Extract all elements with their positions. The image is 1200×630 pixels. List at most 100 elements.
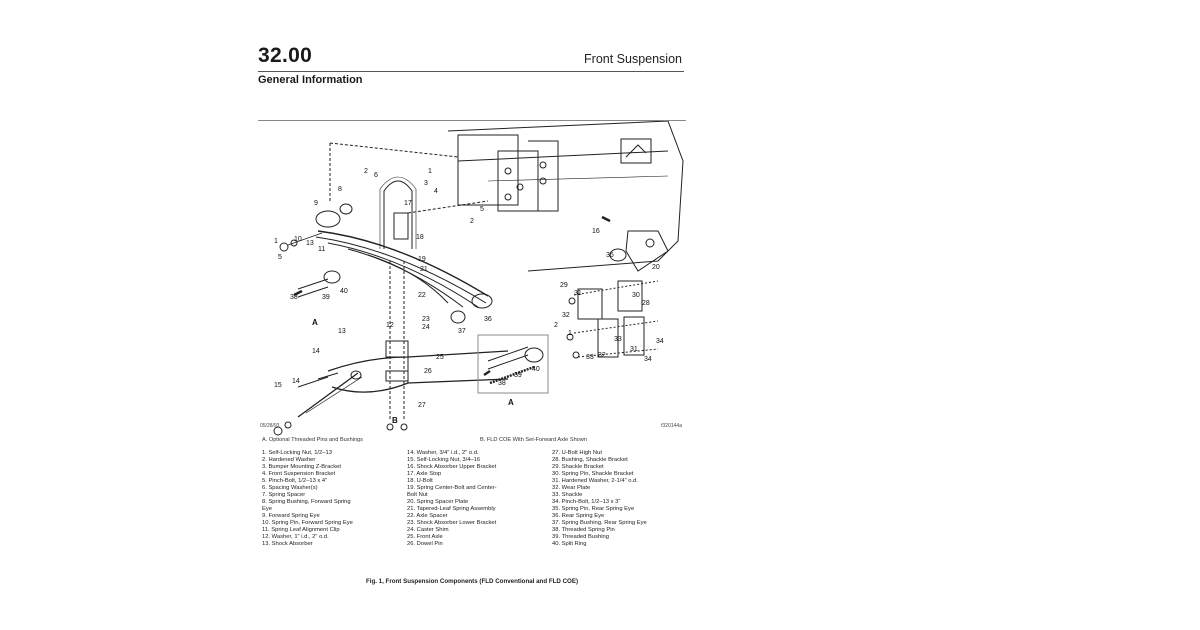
legend-item: 29. Shackle Bracket: [552, 464, 604, 470]
legend-item: 19. Spring Center-Bolt and Center-: [407, 485, 497, 491]
legend-item: 40. Split Ring: [552, 541, 587, 547]
legend-item: 15. Self-Locking Nut, 3/4–16: [407, 457, 481, 463]
callout-32b: 32: [598, 352, 606, 359]
legend-item: 6. Spacing Washer(s): [262, 485, 318, 491]
legend-column-1: 1. Self-Locking Nut, 1/2–13 2. Hardened …: [262, 450, 407, 548]
detail-b: B: [392, 416, 398, 425]
callout-17: 17: [404, 200, 412, 207]
legend-item: 17. Axle Stop: [407, 471, 442, 477]
legend-item: 8. Spring Bushing, Forward Spring: [262, 499, 351, 505]
legend-item: 26. Dowel Pin: [407, 541, 443, 547]
figure-caption: Fig. 1, Front Suspension Components (FLD…: [365, 578, 579, 585]
callout-1c: 1: [568, 330, 572, 337]
suspension-drawing: 2 6 8 9 17 18 10 13 11 1 5 19 21 22 23 2…: [273, 121, 684, 436]
legend-item: 12. Washer, 1" i.d., 2" o.d.: [262, 534, 329, 540]
legend-item: 36. Rear Spring Eye: [552, 513, 605, 519]
callout-34: 34: [656, 338, 664, 345]
callout-2c: 2: [554, 322, 558, 329]
legend-item: 38. Threaded Spring Pin: [552, 527, 615, 533]
detail-a-right: A: [508, 398, 514, 407]
legend-item: 11. Spring Leaf Alignment Clip: [262, 527, 340, 533]
legend-item: Bolt Nut: [407, 492, 428, 498]
callout-35: 35: [606, 252, 614, 259]
callout-8: 8: [338, 186, 342, 193]
legend-item: 4. Front Suspension Bracket: [262, 471, 336, 477]
callout-10: 10: [294, 236, 302, 243]
callout-28: 28: [642, 300, 650, 307]
legend-item: 28. Bushing, Shackle Bracket: [552, 457, 628, 463]
legend-column-3: 27. U-Bolt High Nut 28. Bushing, Shackle…: [552, 450, 690, 548]
callout-34b: 34: [644, 356, 652, 363]
callout-39b: 39: [514, 372, 522, 379]
callout-29: 29: [560, 282, 568, 289]
callout-36: 36: [484, 316, 492, 323]
legend-item: 16. Shock Absorber Upper Bracket: [407, 464, 497, 470]
legend-item: 5. Pinch-Bolt, 1/2–13 x 4": [262, 478, 328, 484]
callout-13: 13: [306, 240, 314, 247]
section-number: 32.00: [258, 44, 313, 67]
subheading: General Information: [258, 74, 363, 86]
legend-item: 13. Shock Absorber: [262, 541, 313, 547]
callout-9: 9: [314, 200, 318, 207]
legend-item: 24. Caster Shim: [407, 527, 449, 533]
legend-item: 27. U-Bolt High Nut: [552, 450, 602, 456]
legend-item: 10. Spring Pin, Forward Spring Eye: [262, 520, 353, 526]
legend-item: 1. Self-Locking Nut, 1/2–13: [262, 450, 332, 456]
callout-14: 14: [312, 348, 320, 355]
legend-item: 22. Axle Spacer: [407, 513, 448, 519]
callout-15: 15: [274, 382, 282, 389]
legend-item: 33. Shackle: [552, 492, 583, 498]
exploded-diagram: 2 6 8 9 17 18 10 13 11 1 5 19 21 22 23 2…: [258, 120, 686, 475]
figure-code-right: f320144a: [661, 423, 682, 429]
legend-item: 20. Spring Spacer Plate: [407, 499, 469, 505]
callout-13b: 13: [338, 328, 346, 335]
legend-item: 39. Threaded Bushing: [552, 534, 609, 540]
legend-item: 23. Shock Absorber Lower Bracket: [407, 520, 497, 526]
callout-33b: 33: [586, 354, 594, 361]
callout-21: 21: [420, 266, 428, 273]
legend-item: 30. Spring Pin, Shackle Bracket: [552, 471, 634, 477]
callout-16: 16: [592, 228, 600, 235]
callout-31b: 31: [630, 346, 638, 353]
detail-a-left: A: [312, 318, 318, 327]
callout-38b: 38: [498, 380, 506, 387]
legend-item: Eye: [262, 506, 272, 512]
legend-item: 35. Spring Pin, Rear Spring Eye: [552, 506, 635, 512]
legend-item: 25. Front Axle: [407, 534, 443, 540]
figure-code-left: 05/28/93: [260, 423, 280, 429]
legend-item: 14. Washer, 3/4" i.d., 2" o.d.: [407, 450, 479, 456]
callout-2: 2: [364, 168, 368, 175]
legend-item: 3. Bumper Mounting Z-Bracket: [262, 464, 341, 470]
section-title: Front Suspension: [584, 52, 682, 66]
header-rule: [258, 71, 684, 72]
manual-page: 32.00 Front Suspension General Informati…: [258, 42, 686, 602]
callout-24: 24: [422, 324, 430, 331]
note-b: B. FLD COE With Set-Forward Axle Shown: [480, 437, 587, 443]
legend-item: 32. Wear Plate: [552, 485, 591, 491]
callout-25: 25: [436, 354, 444, 361]
legend-item: 34. Pinch-Bolt, 1/2–13 x 3": [552, 499, 621, 505]
callout-6: 6: [374, 172, 378, 179]
legend-item: 7. Spring Spacer: [262, 492, 306, 498]
callout-1b: 1: [428, 168, 432, 175]
legend-item: 2. Hardened Washer: [262, 457, 316, 463]
callout-5b: 5: [480, 206, 484, 213]
callout-14b: 14: [292, 378, 300, 385]
callout-37: 37: [458, 328, 466, 335]
callout-27: 27: [418, 402, 426, 409]
legend-item: 31. Hardened Washer, 2-1/4" o.d.: [552, 478, 638, 484]
callout-19: 19: [418, 256, 426, 263]
callout-2b: 2: [470, 218, 474, 225]
callout-31: 31: [574, 290, 582, 297]
callout-3: 3: [424, 180, 428, 187]
legend-item: 18. U-Bolt: [407, 478, 433, 484]
legend-item: 21. Tapered-Leaf Spring Assembly: [407, 506, 496, 512]
callout-1: 1: [274, 238, 278, 245]
legend-column-2: 14. Washer, 3/4" i.d., 2" o.d. 15. Self-…: [407, 450, 552, 548]
legend-item: 37. Spring Bushing, Rear Spring Eye: [552, 520, 647, 526]
note-a: A. Optional Threaded Pins and Bushings: [262, 437, 363, 443]
callout-40: 40: [340, 288, 348, 295]
callout-23: 23: [422, 316, 430, 323]
callout-4: 4: [434, 188, 438, 195]
callout-5: 5: [278, 254, 282, 261]
